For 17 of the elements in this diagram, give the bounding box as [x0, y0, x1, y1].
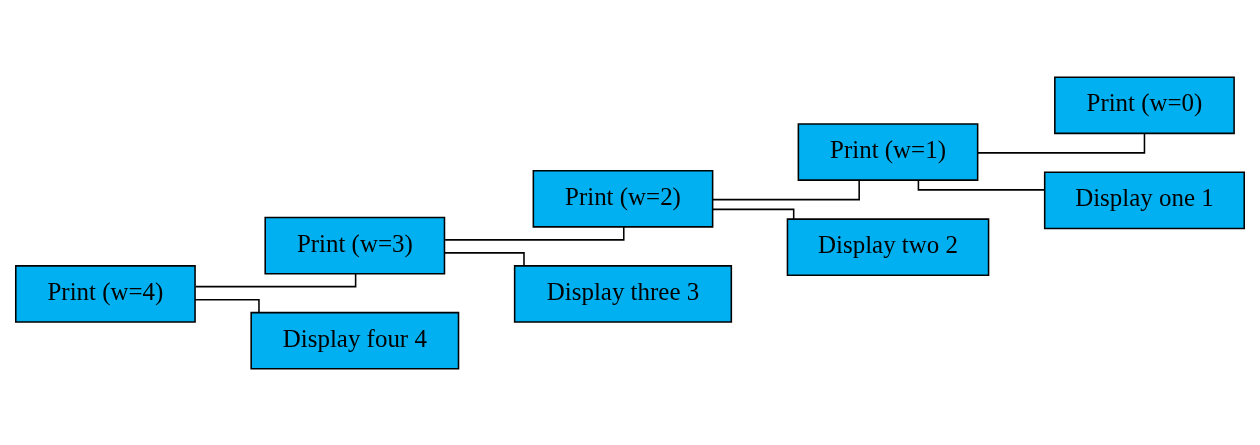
connector: [194, 298, 260, 313]
node-box: Display four 4: [250, 311, 460, 370]
connector: [712, 208, 795, 220]
connector: [917, 179, 1046, 191]
node-box: Print (w=2): [532, 169, 714, 228]
node-box: Print (w=4): [15, 264, 196, 323]
connector: [976, 132, 1146, 154]
node-box: Print (w=0): [1054, 75, 1235, 134]
node-box: Display one 1: [1043, 171, 1245, 229]
node-box: Print (w=3): [264, 216, 446, 274]
node-box: Display three 3: [513, 264, 733, 323]
connector: [712, 179, 860, 200]
node-box: Display two 2: [786, 217, 990, 276]
node-box: Print (w=1): [797, 122, 979, 181]
connector: [444, 225, 625, 241]
connector: [194, 272, 357, 287]
connector: [444, 251, 525, 267]
